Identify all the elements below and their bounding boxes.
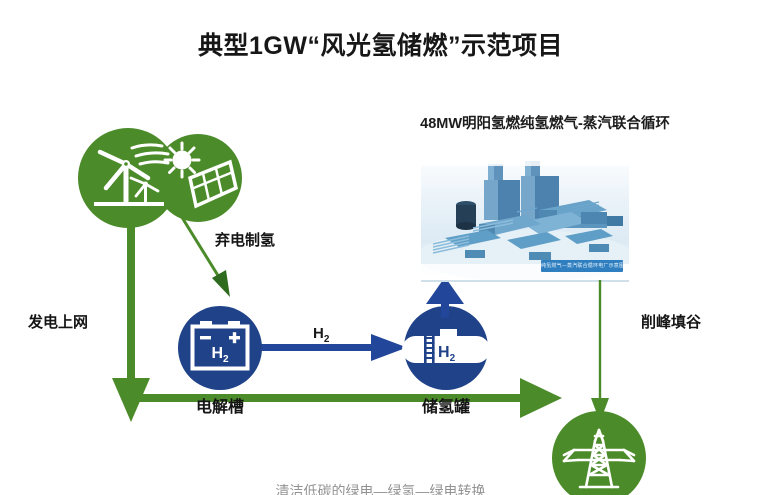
solar-panel-icon: [163, 141, 239, 209]
page-title: 典型1GW“风光氢储燃”示范项目: [198, 32, 563, 60]
h2-symbol: H: [313, 325, 324, 342]
hydrogen-tank-h2-label: H2: [438, 344, 488, 364]
electrolyzer-h2-subscript: 2: [223, 354, 229, 366]
node-label-electrolyzer: 电解槽: [195, 399, 244, 416]
node-electrolyzer[interactable]: H2: [178, 306, 262, 390]
tank-h2-symbol: H: [438, 344, 450, 361]
ladder-icon: [424, 334, 435, 365]
node-renewable[interactable]: [78, 128, 248, 228]
edge-peak-shaving: [591, 280, 609, 422]
h2-subscript: 2: [323, 334, 330, 345]
edge-label-h2: H2: [313, 325, 329, 345]
node-hydrogen-tank[interactable]: H2: [402, 306, 490, 390]
edge-label-grid-feed-in: 发电上网: [28, 314, 89, 331]
sun-icon: [163, 141, 201, 179]
edge-tank-to-plant: [426, 277, 464, 318]
plant-caption: 48MW明阳氢燃纯氢燃气-蒸汽联合循环: [420, 116, 670, 132]
edge-label-curtailed-to-hydrogen: 弃电制氢: [215, 232, 276, 249]
plant-photo: 纯氢燃气—蒸汽联合循环电厂示意图: [421, 152, 629, 282]
wind-turbine-icon: [94, 143, 170, 206]
node-label-hydrogen-tank: 储氢罐: [421, 399, 470, 416]
electrolyzer-h2-label: H2: [178, 345, 262, 365]
transmission-tower-icon: [562, 428, 636, 489]
battery-icon: [190, 321, 250, 371]
edge-electrolyzer-to-tank: [255, 334, 407, 361]
tank-h2-subscript: 2: [449, 353, 456, 365]
node-power-grid[interactable]: [552, 411, 646, 495]
plant-mini-caption: 纯氢燃气—蒸汽联合循环电厂示意图: [541, 260, 623, 272]
electrolyzer-h2-symbol: H: [211, 345, 223, 362]
storage-tank-icon: [402, 329, 490, 365]
edge-label-peak-shaving: 削峰填谷: [641, 314, 702, 331]
edge-grid-feed-in: [112, 190, 562, 422]
bottom-cut-text: 清洁低碳的绿电—绿氢—绿电转换: [275, 483, 486, 495]
